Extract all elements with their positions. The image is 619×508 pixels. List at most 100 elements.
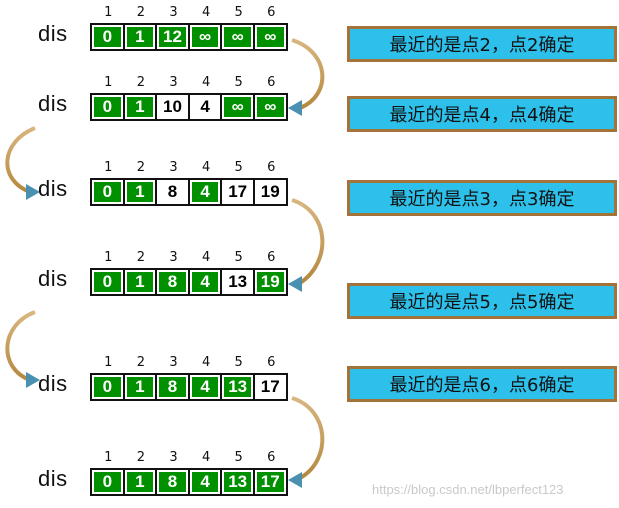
dis-cell: 17 <box>254 470 286 494</box>
index-label: 3 <box>169 5 178 20</box>
dis-cell: 4 <box>189 270 221 294</box>
index-label: 6 <box>267 355 276 370</box>
index-label: 4 <box>201 450 211 465</box>
note-5: 最近的是点6，点6确定 <box>347 366 617 402</box>
arrow-left-2 <box>5 310 36 382</box>
index-label: 5 <box>234 5 243 20</box>
index-label: 2 <box>136 75 146 90</box>
dis-cell: ∞ <box>254 25 286 49</box>
dis-cell: ∞ <box>254 95 286 119</box>
index-label: 1 <box>104 355 113 370</box>
index-label: 4 <box>201 355 211 370</box>
dis-label: dis <box>38 21 68 46</box>
index-label: 5 <box>234 250 243 265</box>
note-4: 最近的是点5，点5确定 <box>347 283 617 319</box>
index-label: 6 <box>267 160 276 175</box>
arrow-left-1 <box>5 126 36 194</box>
index-label: 2 <box>136 5 146 20</box>
index-label: 1 <box>104 160 113 175</box>
index-label: 2 <box>136 250 146 265</box>
dis-cell: 12 <box>157 25 188 49</box>
dis-cell: 19 <box>254 270 286 294</box>
index-label: 3 <box>169 160 178 175</box>
dis-cell: 13 <box>222 375 253 399</box>
dis-cell: 0 <box>92 95 123 119</box>
index-label: 3 <box>169 250 178 265</box>
dis-cell: 1 <box>124 95 156 119</box>
dis-label: dis <box>38 466 68 491</box>
note-3: 最近的是点3，点3确定 <box>347 180 617 216</box>
index-labels: 1 2 3 4 5 6 <box>92 355 288 370</box>
arrow-right-2 <box>291 198 325 285</box>
dis-cell: 17 <box>222 180 253 204</box>
dis-cell: 1 <box>124 25 156 49</box>
index-label: 6 <box>267 75 276 90</box>
index-label: 1 <box>104 75 113 90</box>
dis-label: dis <box>38 266 68 291</box>
dis-cell: 4 <box>189 95 221 119</box>
arrow-head-right-3 <box>288 472 302 488</box>
dis-cell: 4 <box>189 470 221 494</box>
index-label: 6 <box>267 250 276 265</box>
dis-label: dis <box>38 91 68 116</box>
dis-cell: 19 <box>254 180 286 204</box>
index-label: 1 <box>104 5 113 20</box>
index-label: 2 <box>136 450 146 465</box>
dis-cell: 4 <box>189 180 221 204</box>
dis-cell: 8 <box>157 180 188 204</box>
index-label: 1 <box>104 450 113 465</box>
arrow-right-1 <box>291 38 325 110</box>
index-labels: 1 2 3 4 5 6 <box>92 250 288 265</box>
index-label: 4 <box>201 75 211 90</box>
note-1: 最近的是点2，点2确定 <box>347 26 617 62</box>
dis-cell: 0 <box>92 470 123 494</box>
index-label: 5 <box>234 355 243 370</box>
index-label: 4 <box>201 160 211 175</box>
dis-cell: 8 <box>157 375 188 399</box>
dis-cell: ∞ <box>222 25 253 49</box>
dis-label: dis <box>38 176 68 201</box>
arrow-head-left-2 <box>26 372 40 388</box>
index-label: 4 <box>201 250 211 265</box>
dis-cell: ∞ <box>222 95 253 119</box>
dis-cell: ∞ <box>189 25 221 49</box>
index-label: 3 <box>169 450 178 465</box>
dis-label: dis <box>38 371 68 396</box>
dis-cell: 1 <box>124 180 156 204</box>
index-label: 2 <box>136 355 146 370</box>
index-label: 2 <box>136 160 146 175</box>
dis-cell: 1 <box>124 270 156 294</box>
index-label: 3 <box>169 355 178 370</box>
arrow-head-right-1 <box>288 100 302 116</box>
dis-cell: 0 <box>92 180 123 204</box>
note-2: 最近的是点4，点4确定 <box>347 96 617 132</box>
index-label: 4 <box>201 5 211 20</box>
dis-cell: 0 <box>92 25 123 49</box>
dis-cell: 8 <box>157 470 188 494</box>
arrow-head-left-1 <box>26 184 40 200</box>
dis-cell: 4 <box>189 375 221 399</box>
index-label: 1 <box>104 250 113 265</box>
arrow-head-right-2 <box>288 276 302 292</box>
dis-cell: 1 <box>124 375 156 399</box>
dis-cell: 0 <box>92 270 123 294</box>
dis-cell: 1 <box>124 470 156 494</box>
index-label: 6 <box>267 450 276 465</box>
dis-cell: 13 <box>222 270 253 294</box>
